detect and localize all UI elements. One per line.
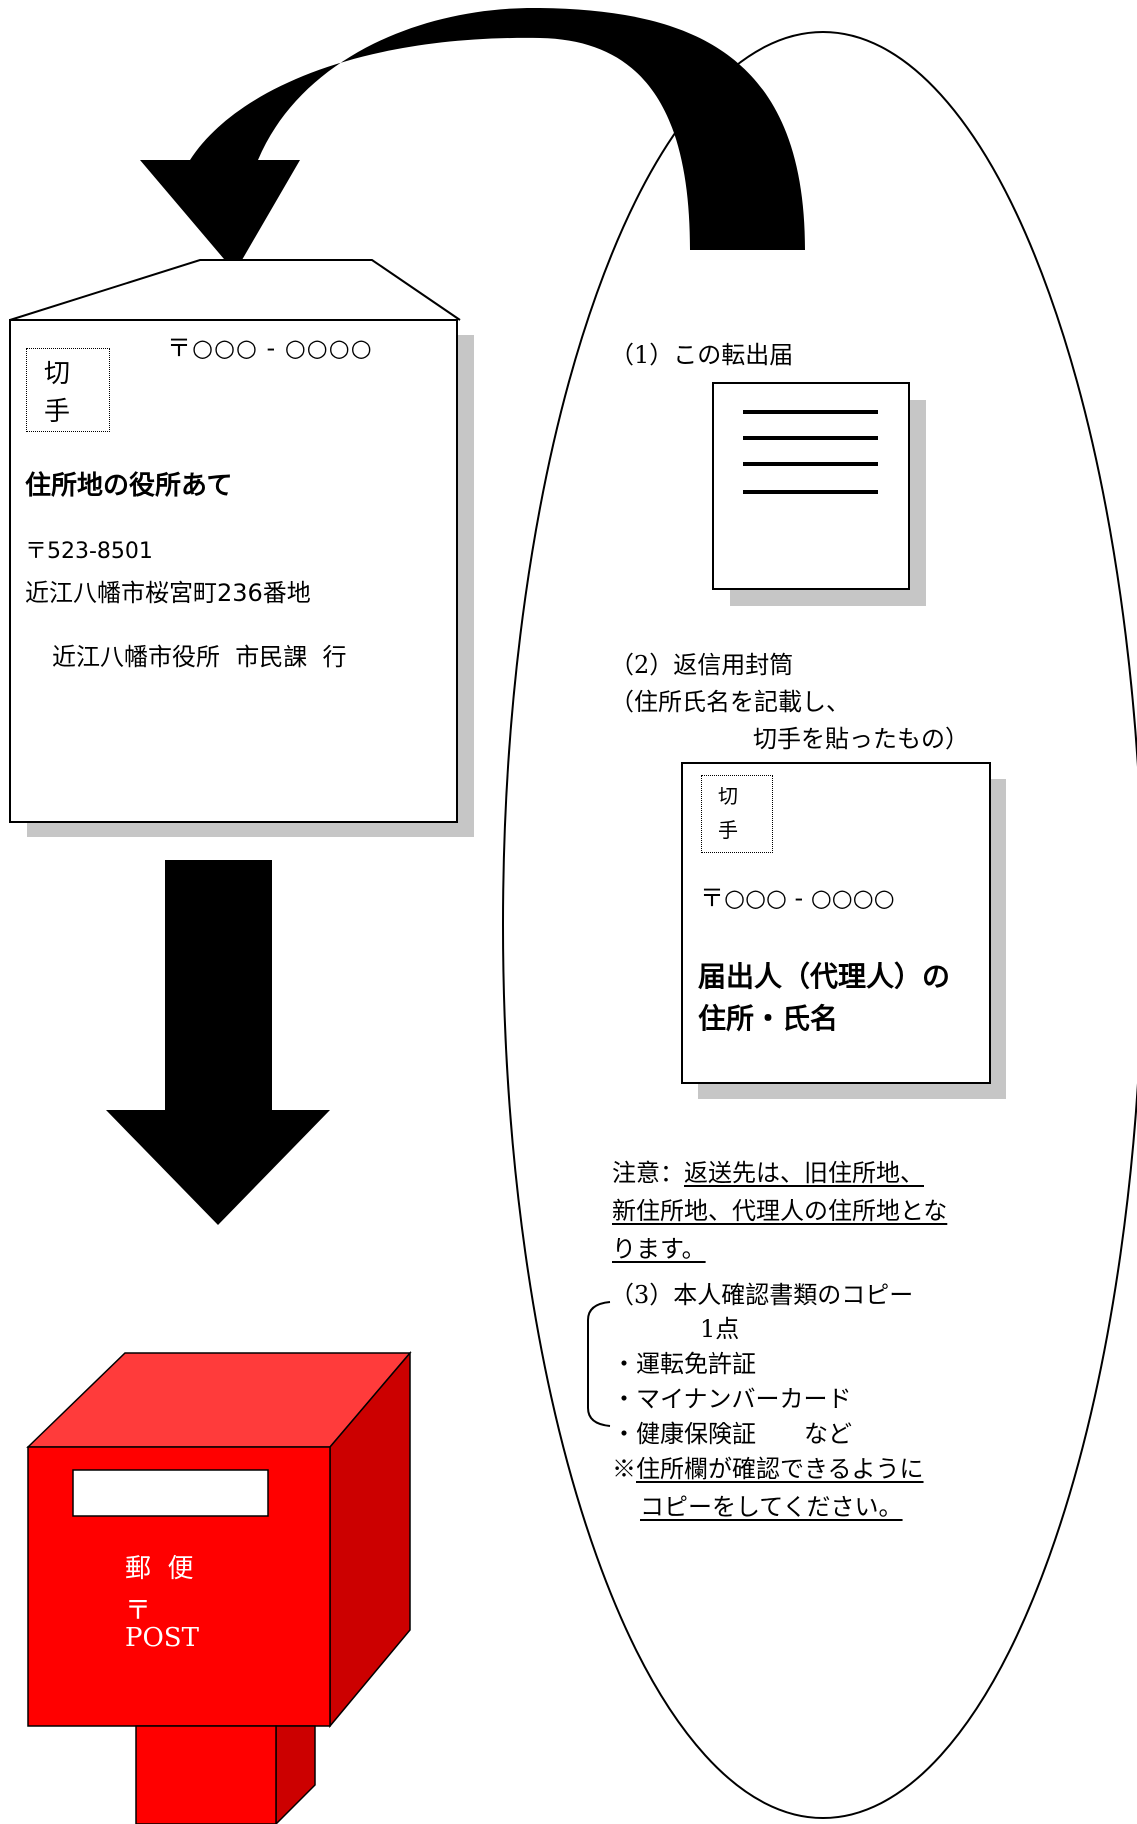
stamp-char: 切 — [44, 359, 71, 389]
transfer-form-icon — [712, 382, 910, 590]
envelope-flap — [9, 259, 461, 321]
mailbox-label-chars: 郵 便 — [125, 1554, 194, 1584]
caution-line1: 注意：返送先は、旧住所地、 — [612, 1153, 924, 1188]
mailbox-icon — [26, 1350, 412, 1824]
contents-oval — [502, 31, 1137, 1819]
mailbox-postal-symbol: 〒 — [125, 1596, 152, 1626]
document-list-item: ・運転免許証 — [612, 1350, 756, 1378]
item2-label: （2）返信用封筒 — [610, 651, 794, 679]
caution-prefix: 注意： — [612, 1159, 684, 1187]
envelope-recipient-title: 住所地の役所あて — [25, 471, 233, 501]
stamp-char: 手 — [44, 397, 71, 427]
item2-note-line1: （住所氏名を記載し、 — [610, 688, 850, 716]
note-mark: ※ — [612, 1455, 636, 1483]
return-envelope-name-line1: 届出人（代理人）の — [698, 960, 951, 993]
stamp-char: 手 — [718, 818, 738, 842]
item2-note-line2: 切手を貼ったもの） — [753, 725, 969, 753]
item1-label: （1）この転出届 — [610, 341, 794, 369]
item3-note-line1: ※住所欄が確認できるように — [612, 1449, 924, 1484]
note-text: 住所欄が確認できるように — [636, 1455, 924, 1483]
caution-line2: 新住所地、代理人の住所地とな — [612, 1197, 948, 1225]
caution-line3: ります。 — [612, 1235, 706, 1263]
curved-arrow-icon — [140, 7, 805, 272]
envelope-address: 近江八幡市桜宮町236番地 — [25, 579, 311, 607]
item3-note-line2: コピーをしてください。 — [640, 1493, 903, 1521]
item3-label: （3）本人確認書類のコピー — [610, 1281, 914, 1309]
mailbox-post-label: POST — [125, 1623, 199, 1653]
return-envelope-postal-placeholder: 〒○○○ - ○○○○ — [700, 884, 895, 912]
return-envelope-body — [681, 762, 991, 1084]
envelope-postal-code: 〒523-8501 — [25, 539, 153, 564]
caution-text: 返送先は、旧住所地、 — [684, 1159, 924, 1187]
document-list-item: ・健康保険証 など — [612, 1420, 852, 1448]
envelope-office: 近江八幡市役所 市民課 行 — [52, 643, 347, 671]
down-arrow-icon — [106, 860, 330, 1225]
envelope-body — [9, 319, 458, 823]
document-list-item: ・マイナンバーカード — [612, 1385, 852, 1413]
return-envelope-name-line2: 住所・氏名 — [698, 1002, 839, 1035]
envelope-stamp-box: 切 手 — [26, 348, 110, 432]
return-envelope-stamp-box: 切 手 — [701, 775, 773, 853]
item3-count: 1点 — [700, 1315, 740, 1343]
envelope-postal-placeholder: 〒○○○ - ○○○○ — [167, 334, 373, 362]
list-bracket — [587, 1301, 611, 1427]
stamp-char: 切 — [718, 784, 738, 808]
